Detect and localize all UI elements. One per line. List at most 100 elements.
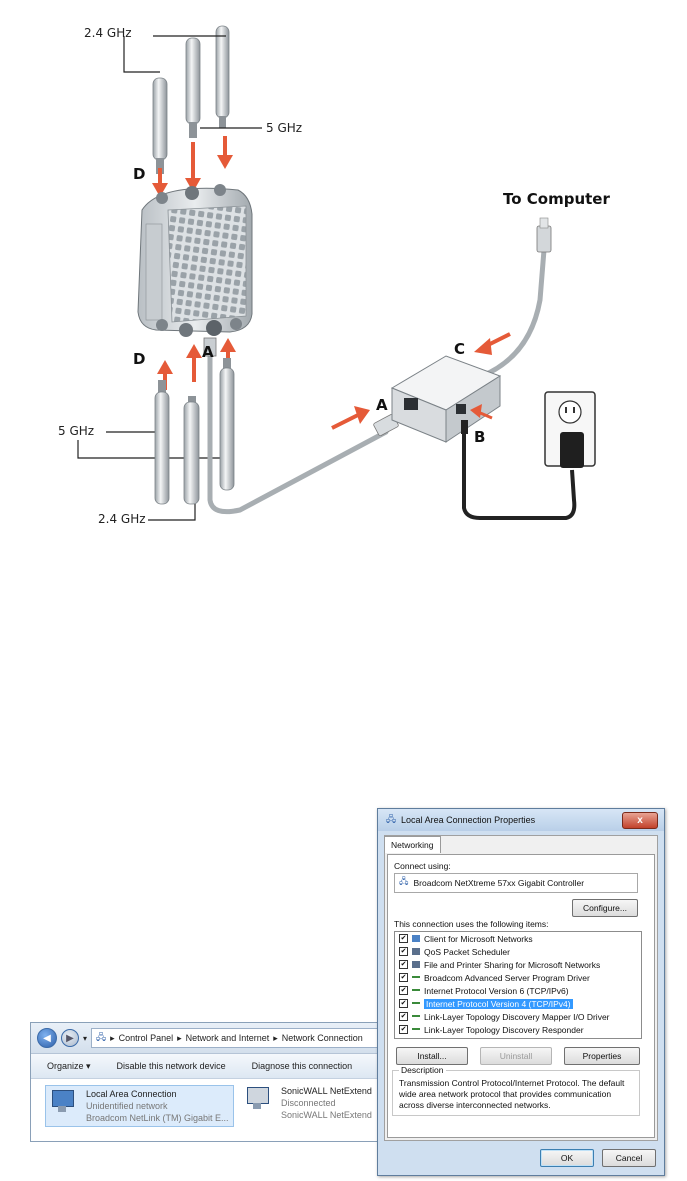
protocol-icon xyxy=(412,976,420,979)
bottom-antenna-24ghz-middle xyxy=(183,396,200,505)
address-bar: ◀ ▶ ▾ 🖧 ▸ Control Panel ▸ Network and In… xyxy=(31,1023,381,1054)
connections-list: Local Area Connection Unidentified netwo… xyxy=(31,1079,381,1141)
network-folder-icon: 🖧 xyxy=(96,1032,107,1042)
checkbox[interactable]: ✔ xyxy=(399,960,408,969)
checkbox[interactable]: ✔ xyxy=(399,986,408,995)
service-icon xyxy=(412,948,420,955)
connection-name: SonicWALL NetExtend xyxy=(281,1086,372,1096)
label-a-injector: A xyxy=(376,396,388,414)
local-area-connection-properties-dialog: 🖧 Local Area Connection Properties x Net… xyxy=(377,808,665,1176)
connection-status: Disconnected xyxy=(281,1098,336,1108)
power-adapter xyxy=(461,391,596,520)
description-group: Description Transmission Control Protoco… xyxy=(392,1065,640,1116)
label-top-24ghz: 2.4 GHz xyxy=(84,26,132,40)
connection-status: Unidentified network xyxy=(86,1101,168,1111)
arrows-down xyxy=(152,136,233,197)
description-text: Transmission Control Protocol/Internet P… xyxy=(399,1078,625,1110)
history-dropdown-icon[interactable]: ▾ xyxy=(83,1033,88,1043)
breadcrumb-network-internet[interactable]: Network and Internet xyxy=(185,1033,270,1043)
properties-button[interactable]: Properties xyxy=(564,1047,640,1065)
command-bar: Organize ▾ Disable this network device D… xyxy=(31,1054,381,1079)
breadcrumb-control-panel[interactable]: Control Panel xyxy=(118,1033,174,1043)
antenna-leader-lines xyxy=(77,35,262,521)
disable-device-button[interactable]: Disable this network device xyxy=(116,1061,226,1071)
list-item[interactable]: ✔QoS Packet Scheduler xyxy=(399,946,510,957)
access-point-unit xyxy=(137,184,253,337)
uninstall-button[interactable]: Uninstall xyxy=(480,1047,552,1065)
dialog-body: Connect using: 🖧 Broadcom NetXtreme 57xx… xyxy=(384,835,658,1141)
client-icon xyxy=(412,935,420,942)
list-item[interactable]: ✔Link-Layer Topology Discovery Responder xyxy=(399,1024,584,1035)
label-bottom-24ghz: 2.4 GHz xyxy=(98,512,146,526)
installation-diagram xyxy=(77,25,596,521)
list-item[interactable]: ✔Link-Layer Topology Discovery Mapper I/… xyxy=(399,1011,610,1022)
checkbox[interactable]: ✔ xyxy=(399,999,408,1008)
list-item-selected[interactable]: ✔Internet Protocol Version 4 (TCP/IPv4) xyxy=(399,998,573,1009)
protocol-icon xyxy=(412,1015,420,1018)
items-label: This connection uses the following items… xyxy=(394,919,549,929)
bottom-antenna-5ghz-right xyxy=(219,358,235,491)
checkbox[interactable]: ✔ xyxy=(399,947,408,956)
service-icon xyxy=(412,961,420,968)
label-top-5ghz: 5 GHz xyxy=(266,121,303,135)
connection-name: Local Area Connection xyxy=(86,1089,177,1099)
description-label: Description xyxy=(401,1065,444,1075)
ok-button[interactable]: OK xyxy=(540,1149,594,1167)
breadcrumb-network-connections[interactable]: Network Connection xyxy=(281,1033,363,1043)
arrow-b xyxy=(470,404,493,420)
list-item[interactable]: ✔Internet Protocol Version 6 (TCP/IPv6) xyxy=(399,985,569,996)
ethernet-cable-to-computer xyxy=(479,217,552,379)
checkbox[interactable]: ✔ xyxy=(399,1025,408,1034)
label-a-unit: A xyxy=(202,343,214,361)
install-button[interactable]: Install... xyxy=(396,1047,468,1065)
connection-device: Broadcom NetLink (TM) Gigabit E... xyxy=(86,1113,229,1123)
label-b: B xyxy=(474,428,486,446)
top-antenna-24ghz-right xyxy=(215,25,230,128)
protocol-icon xyxy=(412,1002,420,1005)
dialog-title: Local Area Connection Properties xyxy=(401,815,536,825)
checkbox[interactable]: ✔ xyxy=(399,973,408,982)
protocol-icon xyxy=(412,989,420,992)
connect-using-label: Connect using: xyxy=(394,861,451,871)
tab-networking[interactable]: Networking xyxy=(384,836,441,853)
network-adapter-icon xyxy=(245,1085,275,1113)
networking-panel: Connect using: 🖧 Broadcom NetXtreme 57xx… xyxy=(387,854,655,1138)
adapter-icon: 🖧 xyxy=(399,876,409,886)
checkbox[interactable]: ✔ xyxy=(399,1012,408,1021)
label-d-top: D xyxy=(133,165,146,183)
network-icon: 🖧 xyxy=(386,814,397,824)
label-d-bottom: D xyxy=(133,350,146,368)
top-antenna-24ghz-left xyxy=(152,77,168,174)
configure-button[interactable]: Configure... xyxy=(572,899,638,917)
label-to-computer: To Computer xyxy=(503,190,610,208)
organize-button[interactable]: Organize ▾ xyxy=(47,1060,91,1071)
arrow-c xyxy=(474,332,511,355)
close-button[interactable]: x xyxy=(622,812,658,829)
ethernet-cable-to-unit xyxy=(203,337,399,515)
dialog-buttons: OK Cancel xyxy=(540,1149,656,1167)
connection-device: SonicWALL NetExtend xyxy=(281,1110,372,1120)
checkbox[interactable]: ✔ xyxy=(399,934,408,943)
adapter-name: Broadcom NetXtreme 57xx Gigabit Controll… xyxy=(413,878,585,888)
back-arrow-icon[interactable]: ◀ xyxy=(37,1028,57,1048)
poe-injector xyxy=(390,355,502,443)
connection-local-area[interactable]: Local Area Connection Unidentified netwo… xyxy=(45,1085,234,1127)
label-bottom-5ghz: 5 GHz xyxy=(58,424,95,438)
protocol-icon xyxy=(412,1028,420,1031)
list-item[interactable]: ✔Broadcom Advanced Server Program Driver xyxy=(399,972,590,983)
network-adapter-icon xyxy=(50,1088,80,1116)
network-connections-window: ◀ ▶ ▾ 🖧 ▸ Control Panel ▸ Network and In… xyxy=(30,1022,382,1142)
breadcrumb[interactable]: 🖧 ▸ Control Panel ▸ Network and Internet… xyxy=(91,1028,381,1048)
connection-sonicwall[interactable]: SonicWALL NetExtend Disconnected SonicWA… xyxy=(245,1085,372,1121)
components-list[interactable]: ✔Client for Microsoft Networks ✔QoS Pack… xyxy=(394,931,642,1039)
adapter-field: 🖧 Broadcom NetXtreme 57xx Gigabit Contro… xyxy=(394,873,638,893)
arrow-a-injector xyxy=(331,406,370,430)
list-item[interactable]: ✔Client for Microsoft Networks xyxy=(399,933,533,944)
diagnose-connection-button[interactable]: Diagnose this connection xyxy=(251,1061,353,1071)
top-antenna-5ghz-middle xyxy=(185,37,201,138)
forward-arrow-icon[interactable]: ▶ xyxy=(61,1029,79,1047)
bottom-antenna-5ghz-left xyxy=(154,380,170,505)
list-item[interactable]: ✔File and Printer Sharing for Microsoft … xyxy=(399,959,601,970)
dialog-titlebar[interactable]: 🖧 Local Area Connection Properties x xyxy=(378,809,664,831)
cancel-button[interactable]: Cancel xyxy=(602,1149,656,1167)
